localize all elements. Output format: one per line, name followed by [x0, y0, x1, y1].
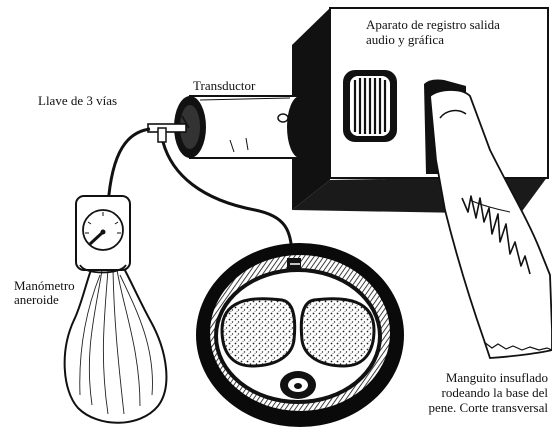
transducer-label: Transductor [193, 78, 255, 93]
manometer-label-line1: Manómetro [14, 278, 75, 293]
cuff-label-line2: rodeando la base del [442, 385, 548, 400]
cuff-label-line1: Manguito insuflado [446, 370, 548, 385]
cuff-label-line3: pene. Corte transversal [429, 400, 548, 415]
device-title-line2: audio y gráfica [366, 32, 444, 47]
manometer-label-line2: aneroide [14, 292, 59, 307]
transducer [174, 96, 313, 158]
cross-section [196, 243, 404, 427]
stopcock-label: Llave de 3 vías [38, 93, 117, 108]
device-title-line1: Aparato de registro salida [366, 17, 500, 32]
speaker-grille-icon [343, 70, 397, 142]
aneroid-manometer [65, 196, 167, 423]
